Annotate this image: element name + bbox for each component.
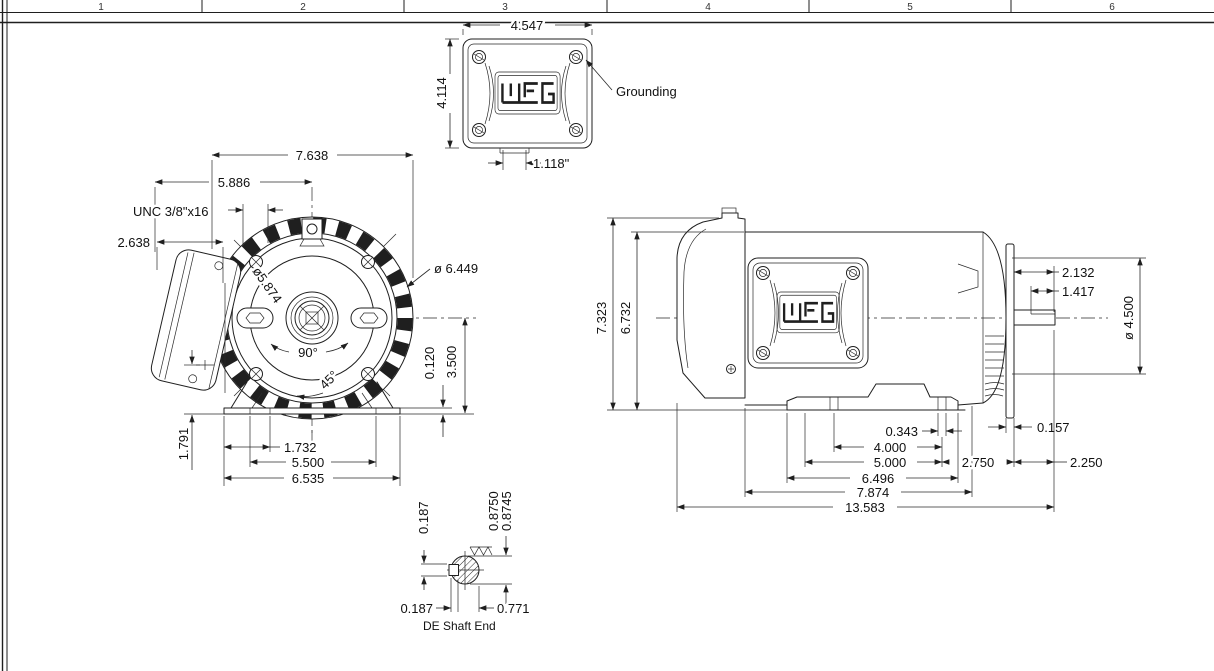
svg-text:1.732: 1.732 (284, 440, 317, 455)
ruler-1: 1 (98, 2, 104, 13)
svg-text:ø 4.500: ø 4.500 (1121, 296, 1136, 340)
outer-dia-callout: ø 6.449 (406, 259, 481, 288)
front-base (223, 381, 401, 415)
svg-text:4.114: 4.114 (434, 77, 449, 109)
side-bottom-dims: 0.343 4.000 5.000 2.750 2.250 6.496 7.87… (676, 330, 1105, 518)
svg-text:7.638: 7.638 (296, 148, 329, 163)
svg-text:7.323: 7.323 (594, 302, 609, 335)
fan-cover (676, 207, 746, 399)
svg-text:UNC 3/8"x16: UNC 3/8"x16 (133, 204, 208, 219)
ruler-ticks (201, 0, 1012, 13)
svg-text:2.638: 2.638 (117, 235, 150, 250)
shaft-end-detail: 0.187 0.8750 0.8745 0.187 0.771 DE Shaft… (398, 489, 532, 633)
shaft (1013, 309, 1056, 326)
svg-text:2.132: 2.132 (1062, 265, 1095, 280)
svg-text:0.343: 0.343 (885, 424, 918, 439)
svg-text:5.886: 5.886 (218, 175, 251, 190)
svg-text:13.583: 13.583 (845, 500, 885, 515)
svg-text:6.496: 6.496 (862, 471, 895, 486)
dim-box-height: 4.114 (432, 38, 459, 149)
dim-plate-thickness: 0.157 (988, 418, 1072, 438)
side-view: 7.323 6.732 2.132 1.417 ø 4.500 (592, 207, 1146, 518)
svg-text:1.791: 1.791 (176, 428, 191, 461)
dim-shaft-2132: 2.132 (1013, 263, 1097, 312)
svg-text:4.547: 4.547 (511, 18, 544, 33)
svg-text:6.732: 6.732 (618, 302, 633, 335)
shaft-boss (285, 291, 339, 345)
front-conduit-box (150, 249, 242, 391)
dim-body-height: 6.732 (616, 231, 744, 411)
dim-box-width: 4.547 (462, 16, 593, 36)
front-view: 7.638 5.886 UNC 3/8"x16 2.638 ø5.874 (115, 146, 481, 489)
dim-key-length: 1.417 (1030, 282, 1097, 310)
side-foot (786, 383, 966, 411)
ruler-5: 5 (907, 2, 913, 13)
dim-pad-thickness: 0.120 (400, 344, 474, 437)
dim-overall-width: 7.638 (211, 146, 414, 278)
front-bottom-dims: 1.732 5.500 6.535 (223, 416, 401, 489)
lifting-lug (299, 218, 325, 247)
svg-text:0.8745: 0.8745 (499, 491, 514, 531)
detail-caption: DE Shaft End (423, 619, 496, 633)
svg-text:2.750: 2.750 (962, 455, 995, 470)
thread-symbol (469, 546, 493, 556)
svg-text:1.417: 1.417 (1062, 284, 1095, 299)
dim-width-to-center: 5.886 (154, 173, 313, 252)
bearing-plate (1005, 243, 1015, 419)
bolt-holes-45deg (249, 255, 375, 381)
svg-text:7.874: 7.874 (857, 485, 890, 500)
svg-text:5.500: 5.500 (292, 455, 325, 470)
ruler-numbers: 1 2 3 4 5 6 (98, 2, 1115, 13)
slot-left (236, 307, 274, 329)
dim-shaft-height: 3.500 (442, 317, 468, 414)
dim-box-depth: 2.638 (115, 233, 224, 283)
grounding-callout: Grounding (585, 59, 679, 102)
body-ground-screw (726, 364, 736, 374)
unc-thread-note: UNC 3/8"x16 (131, 202, 283, 246)
svg-text:2.250: 2.250 (1070, 455, 1103, 470)
svg-text:0.187: 0.187 (416, 501, 431, 534)
angle-90: 90° (270, 343, 349, 363)
svg-text:3.500: 3.500 (444, 346, 459, 379)
dim-conduit-spacing: 1.118" (488, 150, 572, 174)
side-terminal-box (747, 257, 869, 369)
svg-text:0.771: 0.771 (497, 601, 530, 616)
svg-text:6.535: 6.535 (292, 471, 325, 486)
dim-conduit-height: 1.791 (174, 350, 224, 470)
svg-text:0.157: 0.157 (1037, 420, 1070, 435)
svg-text:4.000: 4.000 (874, 440, 907, 455)
dim-shaft-dia: 0.8750 0.8745 (468, 489, 517, 604)
dim-face-dia: ø 4.500 (1012, 257, 1146, 375)
keyway (448, 564, 459, 576)
svg-text:ø 6.449: ø 6.449 (434, 261, 478, 276)
ruler-2: 2 (300, 2, 306, 13)
dim-key-width: 0.187 (414, 499, 447, 590)
ruler-6: 6 (1109, 2, 1115, 13)
grounding-label: Grounding (616, 84, 677, 99)
svg-text:0.8750: 0.8750 (486, 491, 501, 531)
svg-text:0.120: 0.120 (422, 347, 437, 380)
end-bell-ribs (984, 335, 1005, 397)
svg-text:5.000: 5.000 (874, 455, 907, 470)
svg-text:1.118": 1.118" (533, 156, 570, 171)
dim-flat: 0.187 0.771 (398, 578, 532, 619)
svg-text:0.187: 0.187 (400, 601, 433, 616)
svg-text:90°: 90° (298, 345, 318, 360)
ruler-4: 4 (705, 2, 711, 13)
terminal-box-top-view: 4.547 4.114 1.118" Grounding (432, 16, 680, 174)
ruler-3: 3 (502, 2, 508, 13)
slot-right (350, 307, 388, 329)
